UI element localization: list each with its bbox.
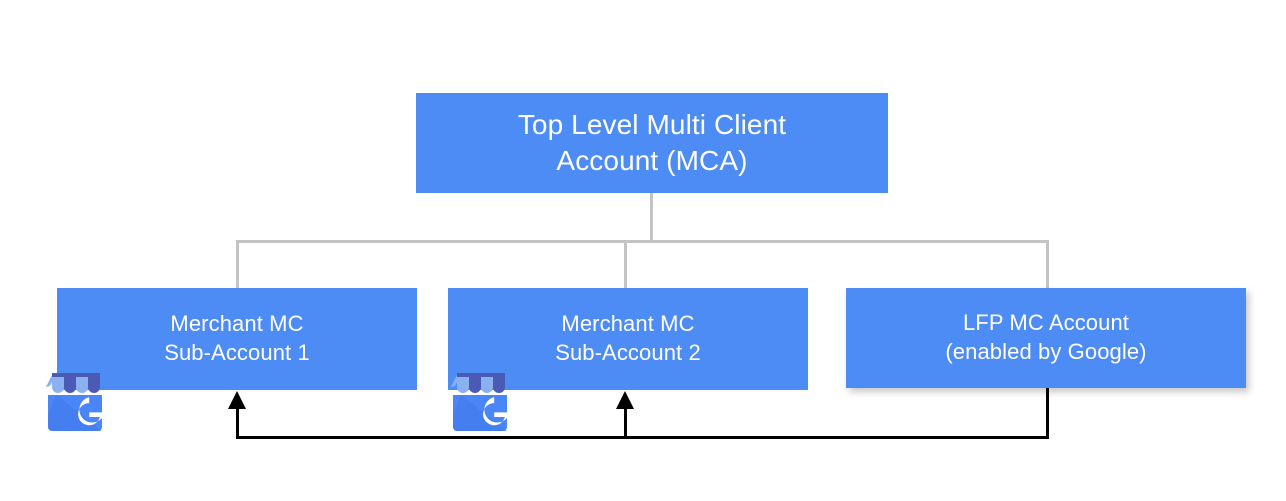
connector-mca-stem bbox=[650, 193, 653, 243]
connector-horizontal-bus bbox=[236, 240, 1049, 243]
node-top-level-mca-label: Top Level Multi Client Account (MCA) bbox=[517, 108, 787, 176]
node-top-level-mca[interactable]: Top Level Multi Client Account (MCA) bbox=[416, 93, 888, 193]
google-business-profile-storefront-icon bbox=[451, 373, 510, 431]
arrowhead-to-sub2-icon bbox=[616, 391, 634, 409]
google-business-profile-storefront-icon bbox=[46, 373, 105, 431]
flow-line-up-to-sub1 bbox=[236, 404, 239, 438]
arrowhead-to-sub1-icon bbox=[228, 391, 246, 409]
connector-drop-sub2 bbox=[624, 240, 627, 290]
node-lfp-mc-account[interactable]: LFP MC Account (enabled by Google) bbox=[846, 288, 1246, 388]
node-merchant-sub-account-1-label: Merchant MC Sub-Account 1 bbox=[164, 311, 310, 365]
node-merchant-sub-account-2[interactable]: Merchant MC Sub-Account 2 bbox=[448, 288, 808, 390]
node-merchant-sub-account-1[interactable]: Merchant MC Sub-Account 1 bbox=[57, 288, 417, 390]
flow-line-bottom bbox=[236, 436, 1049, 439]
flow-line-up-to-sub2 bbox=[624, 404, 627, 438]
node-merchant-sub-account-2-label: Merchant MC Sub-Account 2 bbox=[555, 311, 701, 365]
connector-drop-lfp bbox=[1046, 240, 1049, 290]
node-lfp-mc-account-label: LFP MC Account (enabled by Google) bbox=[945, 310, 1147, 364]
flow-line-lfp-down bbox=[1046, 388, 1049, 439]
connector-drop-sub1 bbox=[236, 240, 239, 290]
